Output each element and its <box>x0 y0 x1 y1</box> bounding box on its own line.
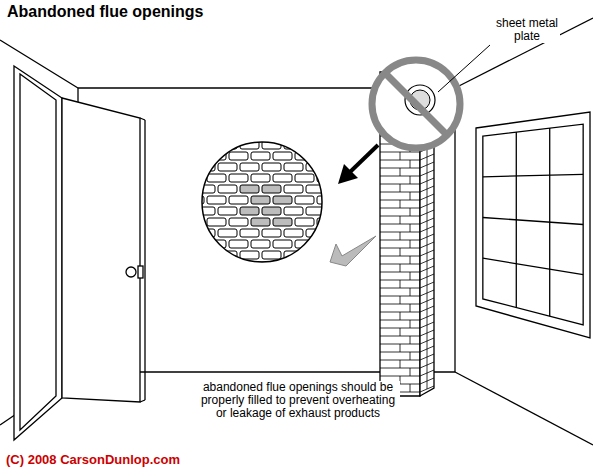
magnified-bricks <box>185 141 347 270</box>
room-lines <box>0 18 593 445</box>
window <box>476 112 590 338</box>
diagram-title: Abandoned flue openings <box>7 3 203 21</box>
pointer-arrow <box>338 145 378 184</box>
part-label: sheet metal plate <box>494 17 560 43</box>
check-mark <box>330 236 376 266</box>
leader-line <box>438 45 490 92</box>
note-text: abandoned flue openings should be proper… <box>196 381 400 420</box>
door <box>14 66 145 440</box>
copyright-watermark: (C) 2008 CarsonDunlop.com <box>6 453 266 467</box>
no-symbol <box>372 45 490 148</box>
